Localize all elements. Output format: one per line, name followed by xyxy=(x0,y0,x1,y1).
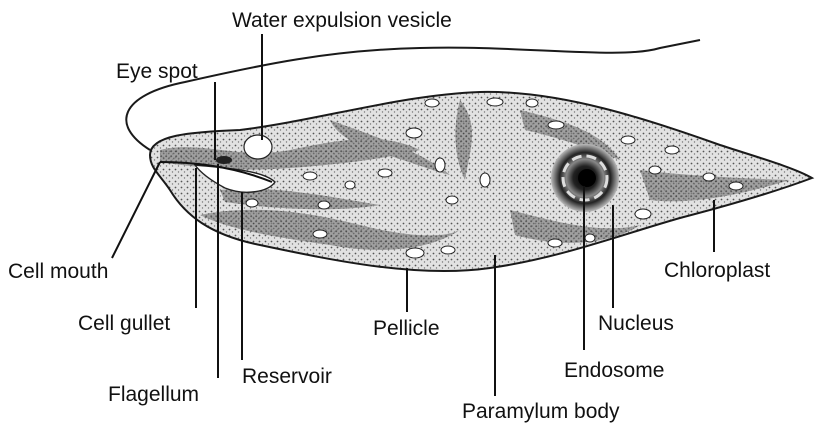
label-water-expulsion-vesicle: Water expulsion vesicle xyxy=(232,9,452,32)
label-flagellum: Flagellum xyxy=(108,383,199,406)
label-chloroplast: Chloroplast xyxy=(664,259,770,282)
label-endosome: Endosome xyxy=(564,359,664,382)
water-expulsion-vesicle xyxy=(244,135,272,159)
label-pellicle: Pellicle xyxy=(373,317,440,340)
label-paramylum-body: Paramylum body xyxy=(462,400,620,423)
label-nucleus: Nucleus xyxy=(598,312,674,335)
eye-spot xyxy=(216,156,232,164)
endosome xyxy=(578,169,596,187)
label-eye-spot: Eye spot xyxy=(116,60,198,83)
label-reservoir: Reservoir xyxy=(242,365,332,388)
label-cell-gullet: Cell gullet xyxy=(78,312,170,335)
label-cell-mouth: Cell mouth xyxy=(8,260,108,283)
